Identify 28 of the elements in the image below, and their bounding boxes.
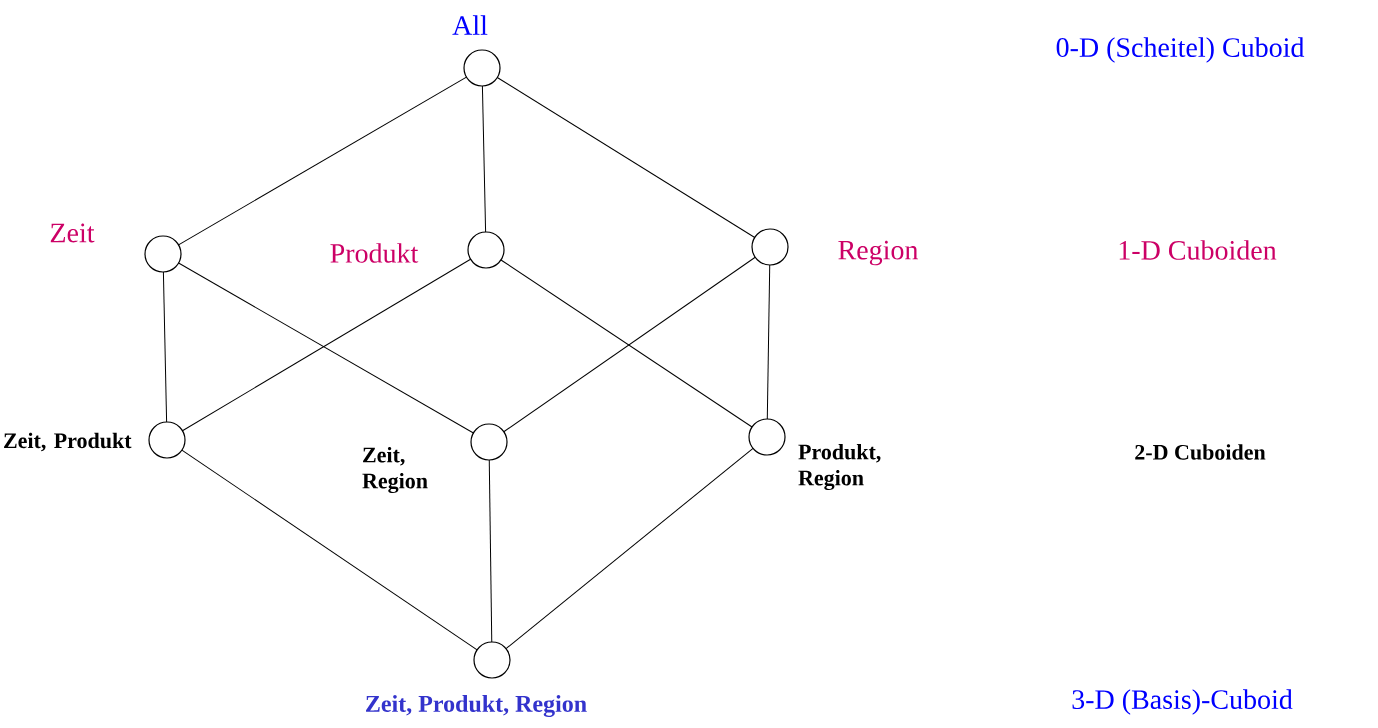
level-label: 2-D Cuboiden bbox=[1135, 444, 1266, 460]
edge-line bbox=[162, 271, 168, 423]
lattice-circle bbox=[463, 49, 501, 87]
level-label: 1-D Cuboiden bbox=[1119, 240, 1277, 260]
level-label: 0-D (Scheitel) Cuboid bbox=[1056, 37, 1305, 63]
edge-line bbox=[766, 264, 771, 420]
level-label: 3-D (Basis)-Cuboid bbox=[1072, 689, 1293, 715]
lattice-circle bbox=[751, 228, 789, 266]
node-label: Produkt bbox=[330, 243, 419, 263]
lattice-circle bbox=[148, 421, 186, 459]
edge-line bbox=[178, 76, 467, 246]
edge-line bbox=[488, 459, 493, 643]
edge-line bbox=[181, 449, 478, 651]
node-label: Zeit, Produkt bbox=[4, 432, 132, 452]
node-label: Zeit bbox=[50, 223, 95, 243]
lattice-circle bbox=[473, 641, 511, 679]
edge-line bbox=[481, 85, 487, 233]
edge-line bbox=[496, 77, 756, 238]
edge-line bbox=[505, 447, 754, 650]
node-label: Zeit, Region bbox=[362, 446, 428, 494]
node-label: Region bbox=[838, 240, 919, 266]
lattice-circle bbox=[748, 418, 786, 456]
lattice-circle bbox=[467, 231, 505, 269]
node-label: Zeit, Produkt, Region bbox=[366, 695, 587, 717]
lattice-circle bbox=[144, 235, 182, 273]
node-label: Produkt, Region bbox=[798, 443, 881, 491]
node-label: All bbox=[452, 15, 488, 35]
lattice-circle bbox=[470, 423, 508, 461]
